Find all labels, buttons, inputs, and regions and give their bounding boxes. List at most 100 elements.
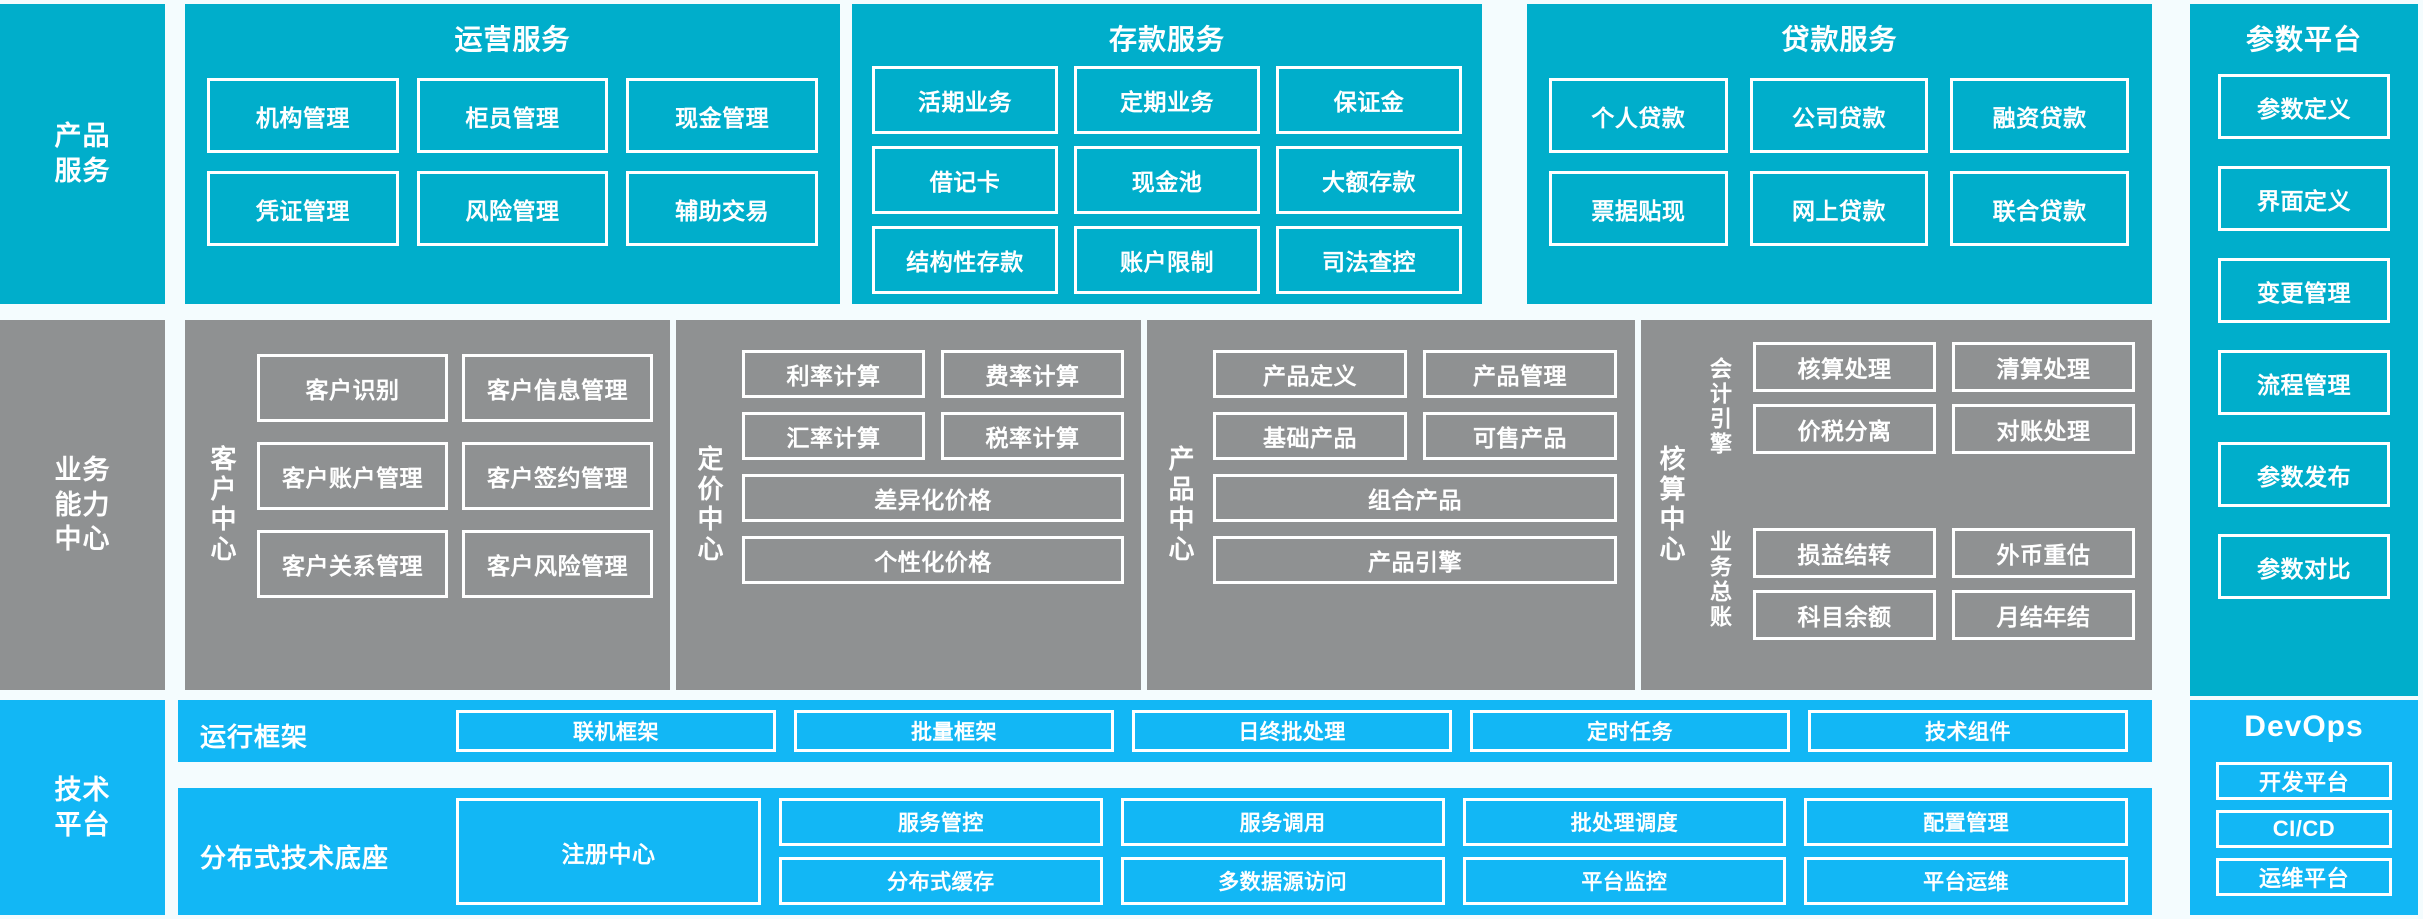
cell-customer-0[interactable]: 客户识别 — [257, 354, 448, 422]
cell-runtime-3[interactable]: 定时任务 — [1470, 710, 1790, 752]
center-accounting-label: 核算中心 — [1656, 445, 1686, 565]
cell-operations-1[interactable]: 柜员管理 — [416, 78, 609, 153]
cell-loan-1[interactable]: 公司贷款 — [1749, 78, 1929, 153]
cell-accounting-2[interactable]: 价税分离 — [1753, 404, 1936, 454]
cell-devops-1[interactable]: CI/CD — [2216, 810, 2392, 848]
cell-param-2[interactable]: 变更管理 — [2218, 258, 2390, 323]
runtime-framework-band: 运行框架 联机框架 批量框架 日终批处理 定时任务 技术组件 — [178, 700, 2152, 762]
cell-distributed-0[interactable]: 服务管控 — [779, 798, 1103, 846]
cell-customer-5[interactable]: 客户风险管理 — [462, 530, 653, 598]
cell-distributed-5[interactable]: 多数据源访问 — [1120, 857, 1445, 905]
cell-devops-2[interactable]: 运维平台 — [2216, 858, 2392, 896]
cell-deposit-4[interactable]: 现金池 — [1074, 146, 1260, 214]
cell-accounting-7[interactable]: 月结年结 — [1952, 590, 2135, 640]
cell-operations-4[interactable]: 风险管理 — [416, 171, 609, 246]
cell-distributed-1[interactable]: 服务调用 — [1120, 798, 1445, 846]
cell-deposit-0[interactable]: 活期业务 — [872, 66, 1058, 134]
center-customer-label: 客户中心 — [207, 445, 237, 565]
cell-pricing-wide-1[interactable]: 个性化价格 — [742, 536, 1124, 584]
cell-customer-3[interactable]: 客户签约管理 — [462, 442, 653, 510]
cell-distributed-6[interactable]: 平台监控 — [1462, 857, 1787, 905]
cell-product-0[interactable]: 产品定义 — [1213, 350, 1407, 398]
cell-param-3[interactable]: 流程管理 — [2218, 350, 2390, 415]
devops-grid: 开发平台 CI/CD 运维平台 — [2216, 762, 2392, 896]
cell-customer-4[interactable]: 客户关系管理 — [257, 530, 448, 598]
cell-distributed-4[interactable]: 分布式缓存 — [779, 857, 1103, 905]
deposit-service-grid: 活期业务 定期业务 保证金 借记卡 现金池 大额存款 结构性存款 账户限制 司法… — [872, 66, 1462, 294]
cell-operations-3[interactable]: 凭证管理 — [207, 171, 399, 246]
cell-loan-2[interactable]: 融资贷款 — [1950, 78, 2129, 153]
center-pricing-label: 定价中心 — [694, 445, 724, 565]
cell-param-4[interactable]: 参数发布 — [2218, 442, 2390, 507]
cell-accounting-0[interactable]: 核算处理 — [1753, 342, 1936, 392]
group-title-loan: 贷款服务 — [1781, 24, 1898, 55]
cell-loan-5[interactable]: 联合贷款 — [1950, 171, 2129, 246]
cell-distributed-3[interactable]: 配置管理 — [1804, 798, 2128, 846]
cell-pricing-1[interactable]: 费率计算 — [941, 350, 1124, 398]
cell-registry-center[interactable]: 注册中心 — [456, 798, 761, 905]
cell-runtime-2[interactable]: 日终批处理 — [1132, 710, 1452, 752]
cell-product-3[interactable]: 可售产品 — [1423, 412, 1617, 460]
cell-customer-1[interactable]: 客户信息管理 — [462, 354, 653, 422]
cell-deposit-5[interactable]: 大额存款 — [1276, 146, 1462, 214]
cell-pricing-0[interactable]: 利率计算 — [742, 350, 925, 398]
cell-operations-2[interactable]: 现金管理 — [626, 78, 818, 153]
cell-product-wide-0[interactable]: 组合产品 — [1213, 474, 1617, 522]
group-title-parameter-platform: 参数平台 — [2245, 24, 2362, 55]
runtime-framework-label: 运行框架 — [200, 722, 309, 752]
business-capability-label-line1: 业务 — [54, 455, 111, 486]
cell-product-wide-1[interactable]: 产品引擎 — [1213, 536, 1617, 584]
cell-deposit-6[interactable]: 结构性存款 — [872, 226, 1058, 294]
cell-product-1[interactable]: 产品管理 — [1423, 350, 1617, 398]
cell-accounting-5[interactable]: 外币重估 — [1952, 528, 2135, 578]
cell-distributed-7[interactable]: 平台运维 — [1804, 857, 2128, 905]
cell-devops-0[interactable]: 开发平台 — [2216, 762, 2392, 800]
cell-deposit-7[interactable]: 账户限制 — [1074, 226, 1260, 294]
group-loan-service: 贷款服务 个人贷款 公司贷款 融资贷款 票据贴现 网上贷款 联合贷款 — [1527, 4, 2152, 304]
parameter-platform-grid: 参数定义 界面定义 变更管理 流程管理 参数发布 参数对比 — [2218, 74, 2390, 599]
center-pricing: 定价中心 利率计算 费率计算 汇率计算 税率计算 差异化价格 个性化价格 — [676, 320, 1141, 690]
customer-center-grid: 客户识别 客户信息管理 客户账户管理 客户签约管理 客户关系管理 客户风险管理 — [257, 354, 653, 598]
cell-accounting-3[interactable]: 对账处理 — [1952, 404, 2135, 454]
cell-param-0[interactable]: 参数定义 — [2218, 74, 2390, 139]
cell-pricing-3[interactable]: 税率计算 — [941, 412, 1124, 460]
cell-loan-4[interactable]: 网上贷款 — [1749, 171, 1929, 246]
cell-product-2[interactable]: 基础产品 — [1213, 412, 1407, 460]
center-accounting: 核算中心 会计引擎 业务总账 核算处理 清算处理 价税分离 对账处理 损益结转 … — [1641, 320, 2152, 690]
group-deposit-service: 存款服务 活期业务 定期业务 保证金 借记卡 现金池 大额存款 结构性存款 账户… — [852, 4, 1482, 304]
product-service-label-line2: 服务 — [54, 156, 111, 186]
cell-pricing-2[interactable]: 汇率计算 — [742, 412, 925, 460]
business-capability-side-label: 业务 能力 中心 — [0, 320, 165, 690]
cell-deposit-2[interactable]: 保证金 — [1276, 66, 1462, 134]
cell-runtime-1[interactable]: 批量框架 — [794, 710, 1114, 752]
cell-loan-0[interactable]: 个人贷款 — [1549, 78, 1728, 153]
cell-accounting-1[interactable]: 清算处理 — [1952, 342, 2135, 392]
product-service-side-label: 产品 服务 — [0, 4, 165, 304]
technology-platform-label-line1: 技术 — [54, 774, 111, 805]
cell-operations-5[interactable]: 辅助交易 — [626, 171, 818, 246]
group-parameter-platform: 参数平台 参数定义 界面定义 变更管理 流程管理 参数发布 参数对比 — [2190, 4, 2418, 696]
cell-pricing-wide-0[interactable]: 差异化价格 — [742, 474, 1124, 522]
cell-accounting-4[interactable]: 损益结转 — [1753, 528, 1936, 578]
cell-runtime-0[interactable]: 联机框架 — [456, 710, 776, 752]
cell-customer-2[interactable]: 客户账户管理 — [257, 442, 448, 510]
cell-runtime-4[interactable]: 技术组件 — [1808, 710, 2128, 752]
operations-service-grid: 机构管理 柜员管理 现金管理 凭证管理 风险管理 辅助交易 — [207, 78, 818, 246]
cell-deposit-3[interactable]: 借记卡 — [872, 146, 1058, 214]
cell-distributed-2[interactable]: 批处理调度 — [1462, 798, 1787, 846]
distributed-base-grid: 服务管控 服务调用 批处理调度 配置管理 分布式缓存 多数据源访问 平台监控 平… — [779, 798, 2128, 905]
product-service-row: 产品 服务 运营服务 机构管理 柜员管理 现金管理 凭证管理 风险管理 辅助交易… — [0, 0, 2423, 696]
cell-deposit-8[interactable]: 司法查控 — [1276, 226, 1462, 294]
group-title-operations: 运营服务 — [454, 24, 571, 55]
cell-operations-0[interactable]: 机构管理 — [207, 78, 399, 153]
distributed-base-label: 分布式技术底座 — [200, 843, 390, 873]
cell-param-5[interactable]: 参数对比 — [2218, 534, 2390, 599]
cell-deposit-1[interactable]: 定期业务 — [1074, 66, 1260, 134]
cell-accounting-6[interactable]: 科目余额 — [1753, 590, 1936, 640]
technology-platform-row: 技术 平台 运行框架 联机框架 批量框架 日终批处理 定时任务 技术组件 分布式… — [0, 700, 2423, 919]
cell-param-1[interactable]: 界面定义 — [2218, 166, 2390, 231]
group-devops: DevOps 开发平台 CI/CD 运维平台 — [2190, 700, 2418, 915]
group-title-devops: DevOps — [2244, 710, 2364, 743]
cell-loan-3[interactable]: 票据贴现 — [1549, 171, 1728, 246]
accounting-engine-label: 会计引擎 — [1707, 357, 1732, 457]
